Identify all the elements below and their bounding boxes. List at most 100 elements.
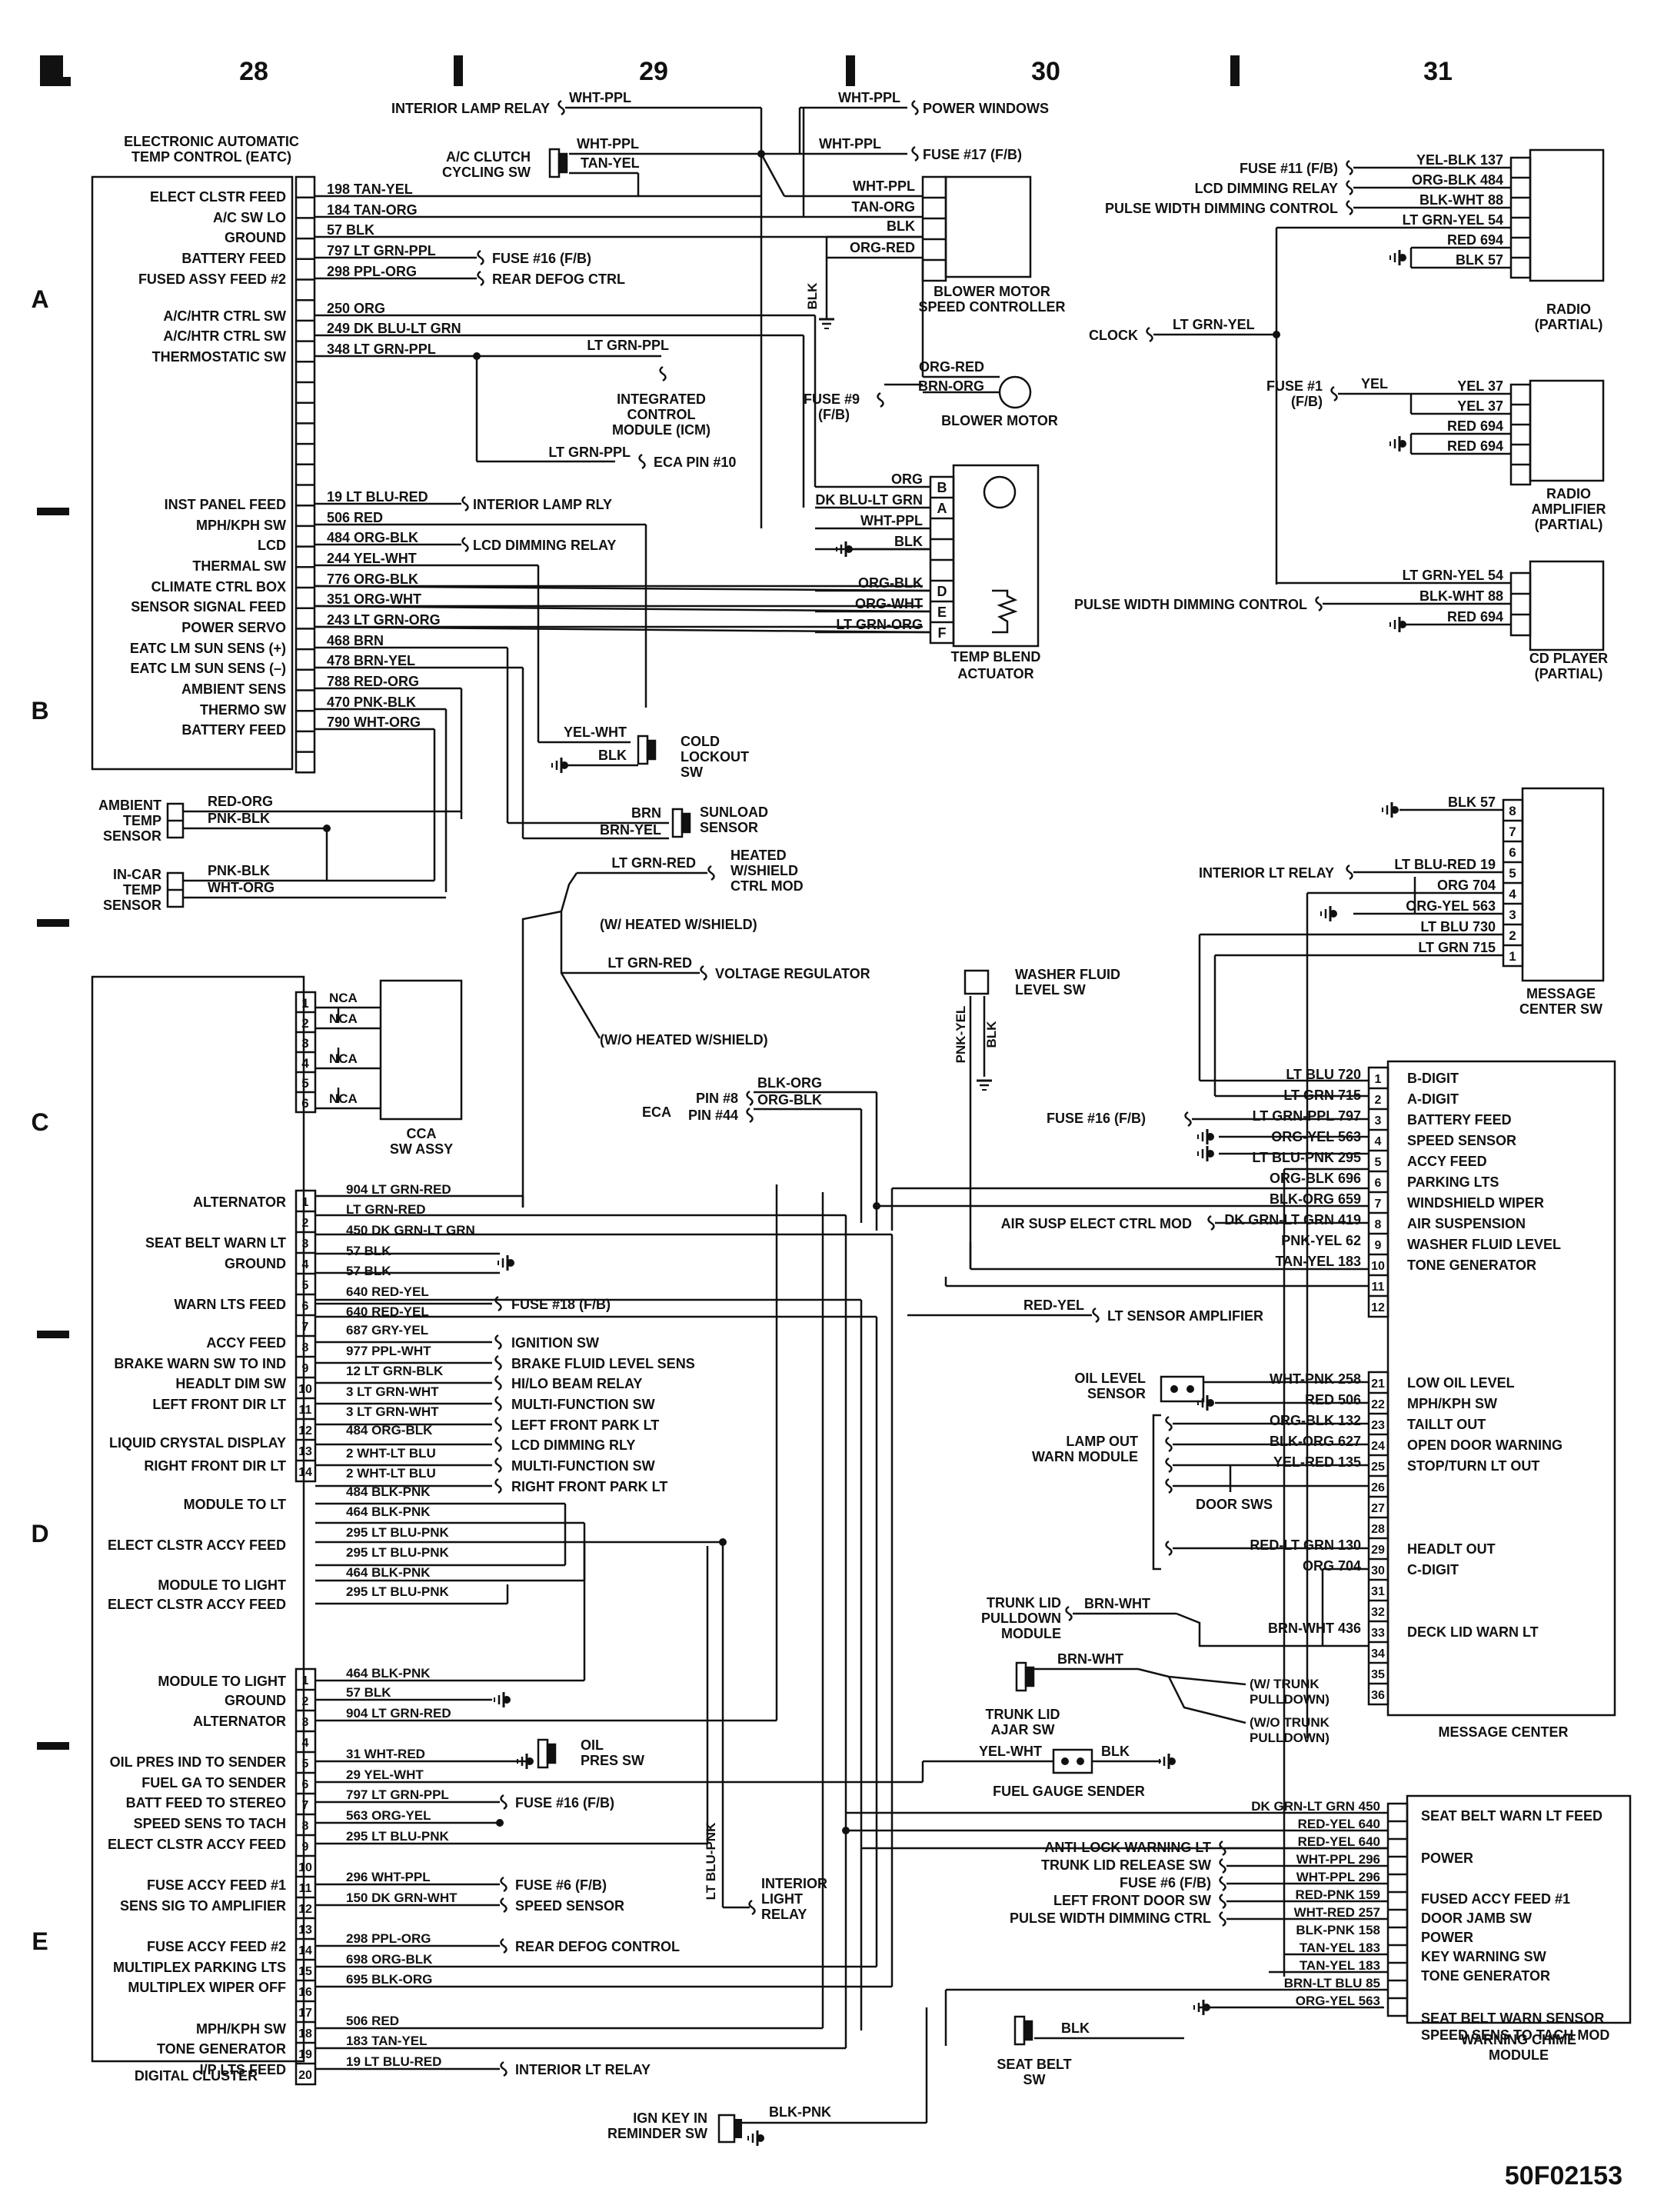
message-center-pin-label: AIR SUSPENSION: [1407, 1216, 1526, 1231]
connector-label: SPEED SENSOR: [515, 1898, 624, 1914]
message-center-pin-label: B-DIGIT: [1407, 1071, 1459, 1086]
pin-label: 17: [298, 2007, 312, 2020]
connector-icon: [1315, 595, 1323, 612]
connector-icon: [1207, 1214, 1215, 1231]
connector-label: MULTI-FUNCTION SW: [511, 1458, 655, 1474]
message-center-pin-label: DECK LID WARN LT: [1407, 1624, 1539, 1640]
pin-label: B: [937, 480, 947, 495]
message-center-pin-label: C-DIGIT: [1407, 1562, 1459, 1577]
grid-row-label: E: [32, 1927, 48, 1955]
connector-label: LCD DIMMING RELAY: [1195, 181, 1338, 196]
connector-label: INTERIOR LT RELAY: [1199, 865, 1334, 881]
wire-label: LT GRN-ORG: [836, 617, 923, 632]
chime-pin-label: KEY WARNING SW: [1421, 1949, 1546, 1964]
wire-label: 797 LT GRN-PPL: [327, 243, 436, 258]
module-title: ACTUATOR: [957, 666, 1033, 681]
wire-label: 295 LT BLU-PNK: [346, 1545, 450, 1560]
pin-label: 4: [1509, 887, 1516, 901]
eatc-pin-label: POWER SERVO: [181, 620, 286, 635]
connector-icon: [557, 99, 565, 116]
cluster-pin-label: BATT FEED TO STEREO: [126, 1795, 286, 1811]
message-center-pin-label: SPEED SENSOR: [1407, 1133, 1516, 1148]
wire-label: 484 ORG-BLK: [327, 530, 418, 545]
module-title: SW ASSY: [390, 1141, 453, 1157]
pin-label: 7: [1509, 825, 1516, 839]
pin-label: 30: [1371, 1564, 1385, 1577]
wire-label: 2 WHT-LT BLU: [346, 1466, 436, 1481]
pin-label: 4: [302, 1258, 309, 1271]
sensor-label: SENSOR: [1087, 1386, 1146, 1401]
connector-label: FUSE #18 (F/B): [511, 1297, 611, 1312]
oil-level-sensor-icon: [1160, 1375, 1205, 1403]
connector-label: POWER WINDOWS: [923, 101, 1049, 116]
chime-pin-label: SEAT BELT WARN SENSOR: [1421, 2010, 1604, 2026]
eatc-pin-label: LCD: [258, 538, 286, 553]
pin-label: 2: [301, 1016, 308, 1031]
wire-label: 295 LT BLU-PNK: [346, 1829, 450, 1844]
pin-label: 8: [1509, 804, 1516, 818]
splice-dot: [323, 825, 331, 832]
grid-row-label: C: [31, 1108, 48, 1136]
wire-label: BRN-WHT 436: [1268, 1621, 1361, 1636]
wire-label: TAN-YEL 183: [1276, 1254, 1361, 1269]
module-title: WARNING CHIME: [1461, 2032, 1576, 2047]
message-center-pin-label: PARKING LTS: [1407, 1174, 1499, 1190]
pin-label: 11: [1372, 1281, 1385, 1294]
switch-label: PRES SW: [581, 1753, 644, 1768]
connector-icon: [911, 99, 919, 116]
splice-dot: [1330, 910, 1337, 918]
chime-pin-label: SPEED SENS TO TACH MOD: [1421, 2027, 1609, 2043]
page-code: 50F02153: [1505, 2161, 1622, 2190]
trunk-ajar-switch-icon: [1015, 1661, 1035, 1692]
connector-label: AIR SUSP ELECT CTRL MOD: [1001, 1216, 1192, 1231]
connector-icon: [494, 1354, 502, 1371]
pin-label: 11: [299, 1882, 312, 1895]
wire-label: LT GRN-PPL: [548, 445, 631, 460]
connector-icon: [746, 1107, 754, 1124]
wire-label: WHT-PPL 296: [1296, 1852, 1380, 1867]
module-title: CCA: [407, 1126, 437, 1141]
chime-pin-label: POWER: [1421, 1930, 1473, 1945]
wire-label: LT GRN-YEL 54: [1403, 568, 1503, 583]
wire-label: LT GRN-RED: [607, 955, 692, 971]
cluster-pin-label: TONE GENERATOR: [157, 2041, 286, 2057]
wire: [760, 153, 786, 197]
module-title: AMPLIFIER: [1532, 501, 1606, 517]
wire-label: 295 LT BLU-PNK: [346, 1584, 450, 1599]
ac-clutch-switch-icon: [548, 148, 568, 178]
connector-label: INTERIOR LT RELAY: [515, 2062, 651, 2077]
pin-label: 8: [302, 1341, 309, 1354]
eatc-pin-label: EATC LM SUN SENS (+): [130, 641, 286, 656]
wire-label: BLK-PNK: [769, 2104, 831, 2120]
sensor-label: AMBIENT: [98, 798, 161, 813]
wire-label: ORG-BLK: [757, 1092, 822, 1108]
wire-label: LT BLU 720: [1286, 1067, 1361, 1082]
wire-label: 470 PNK-BLK: [327, 695, 416, 710]
wire-label: LT GRN 715: [1283, 1088, 1361, 1103]
cluster-pin-label: MODULE TO LIGHT: [158, 1577, 286, 1593]
connector-label: CLOCK: [1089, 328, 1138, 343]
cluster-pin-label: LEFT FRONT DIR LT: [152, 1397, 286, 1412]
cluster-pin-label: BRAKE WARN SW TO IND: [114, 1356, 286, 1371]
wire-label: 484 ORG-BLK: [346, 1423, 433, 1437]
switch-label: SW: [681, 765, 703, 780]
connector-icon: [707, 864, 715, 881]
cluster-pin-label: MPH/KPH SW: [196, 2021, 286, 2037]
fuse-label: FUSE #11 (F/B): [1240, 161, 1338, 176]
pin-label: 6: [302, 1778, 309, 1791]
module-title: (PARTIAL): [1535, 517, 1603, 532]
wire-label: NCA: [329, 1051, 358, 1066]
wire-label: WHT-PPL: [577, 136, 639, 152]
grid-column-label: 31: [1423, 57, 1453, 86]
connector-icon: [500, 1937, 508, 1954]
module-title: BLOWER MOTOR: [941, 413, 1058, 428]
pin-label: 9: [302, 1362, 309, 1375]
pin-label: 11: [299, 1404, 312, 1417]
connector-label: ECA PIN #10: [654, 455, 736, 470]
connector-icon: [1065, 1605, 1073, 1622]
wire-label: PNK-YEL 62: [1281, 1233, 1361, 1248]
cluster-pin-label: FUSE ACCY FEED #1: [147, 1877, 286, 1893]
connector-icon: [1219, 1911, 1226, 1927]
switch-label: SEAT BELT: [997, 2057, 1071, 2072]
wire-label: RED-YEL: [1023, 1298, 1084, 1313]
